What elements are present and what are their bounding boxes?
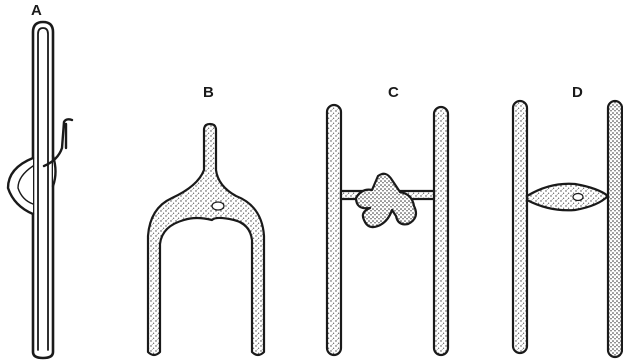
panel-c-mass: [356, 174, 416, 227]
panel-c-right-rod: [434, 107, 448, 355]
panel-b-body: [148, 124, 264, 355]
panel-c-drawing: [327, 105, 448, 355]
panel-d-right-rod: [608, 101, 622, 357]
panel-d-connector: [527, 184, 608, 211]
panel-d-left-rod: [513, 101, 527, 353]
panel-d-drawing: [513, 101, 622, 357]
panel-b-nucleus: [212, 202, 224, 210]
panel-a-outer-loop: [33, 22, 53, 358]
panel-c-left-rod: [327, 105, 341, 355]
panel-b-drawing: [148, 124, 264, 355]
panel-d-nucleus: [573, 194, 583, 201]
panel-a-drawing: [8, 22, 72, 358]
